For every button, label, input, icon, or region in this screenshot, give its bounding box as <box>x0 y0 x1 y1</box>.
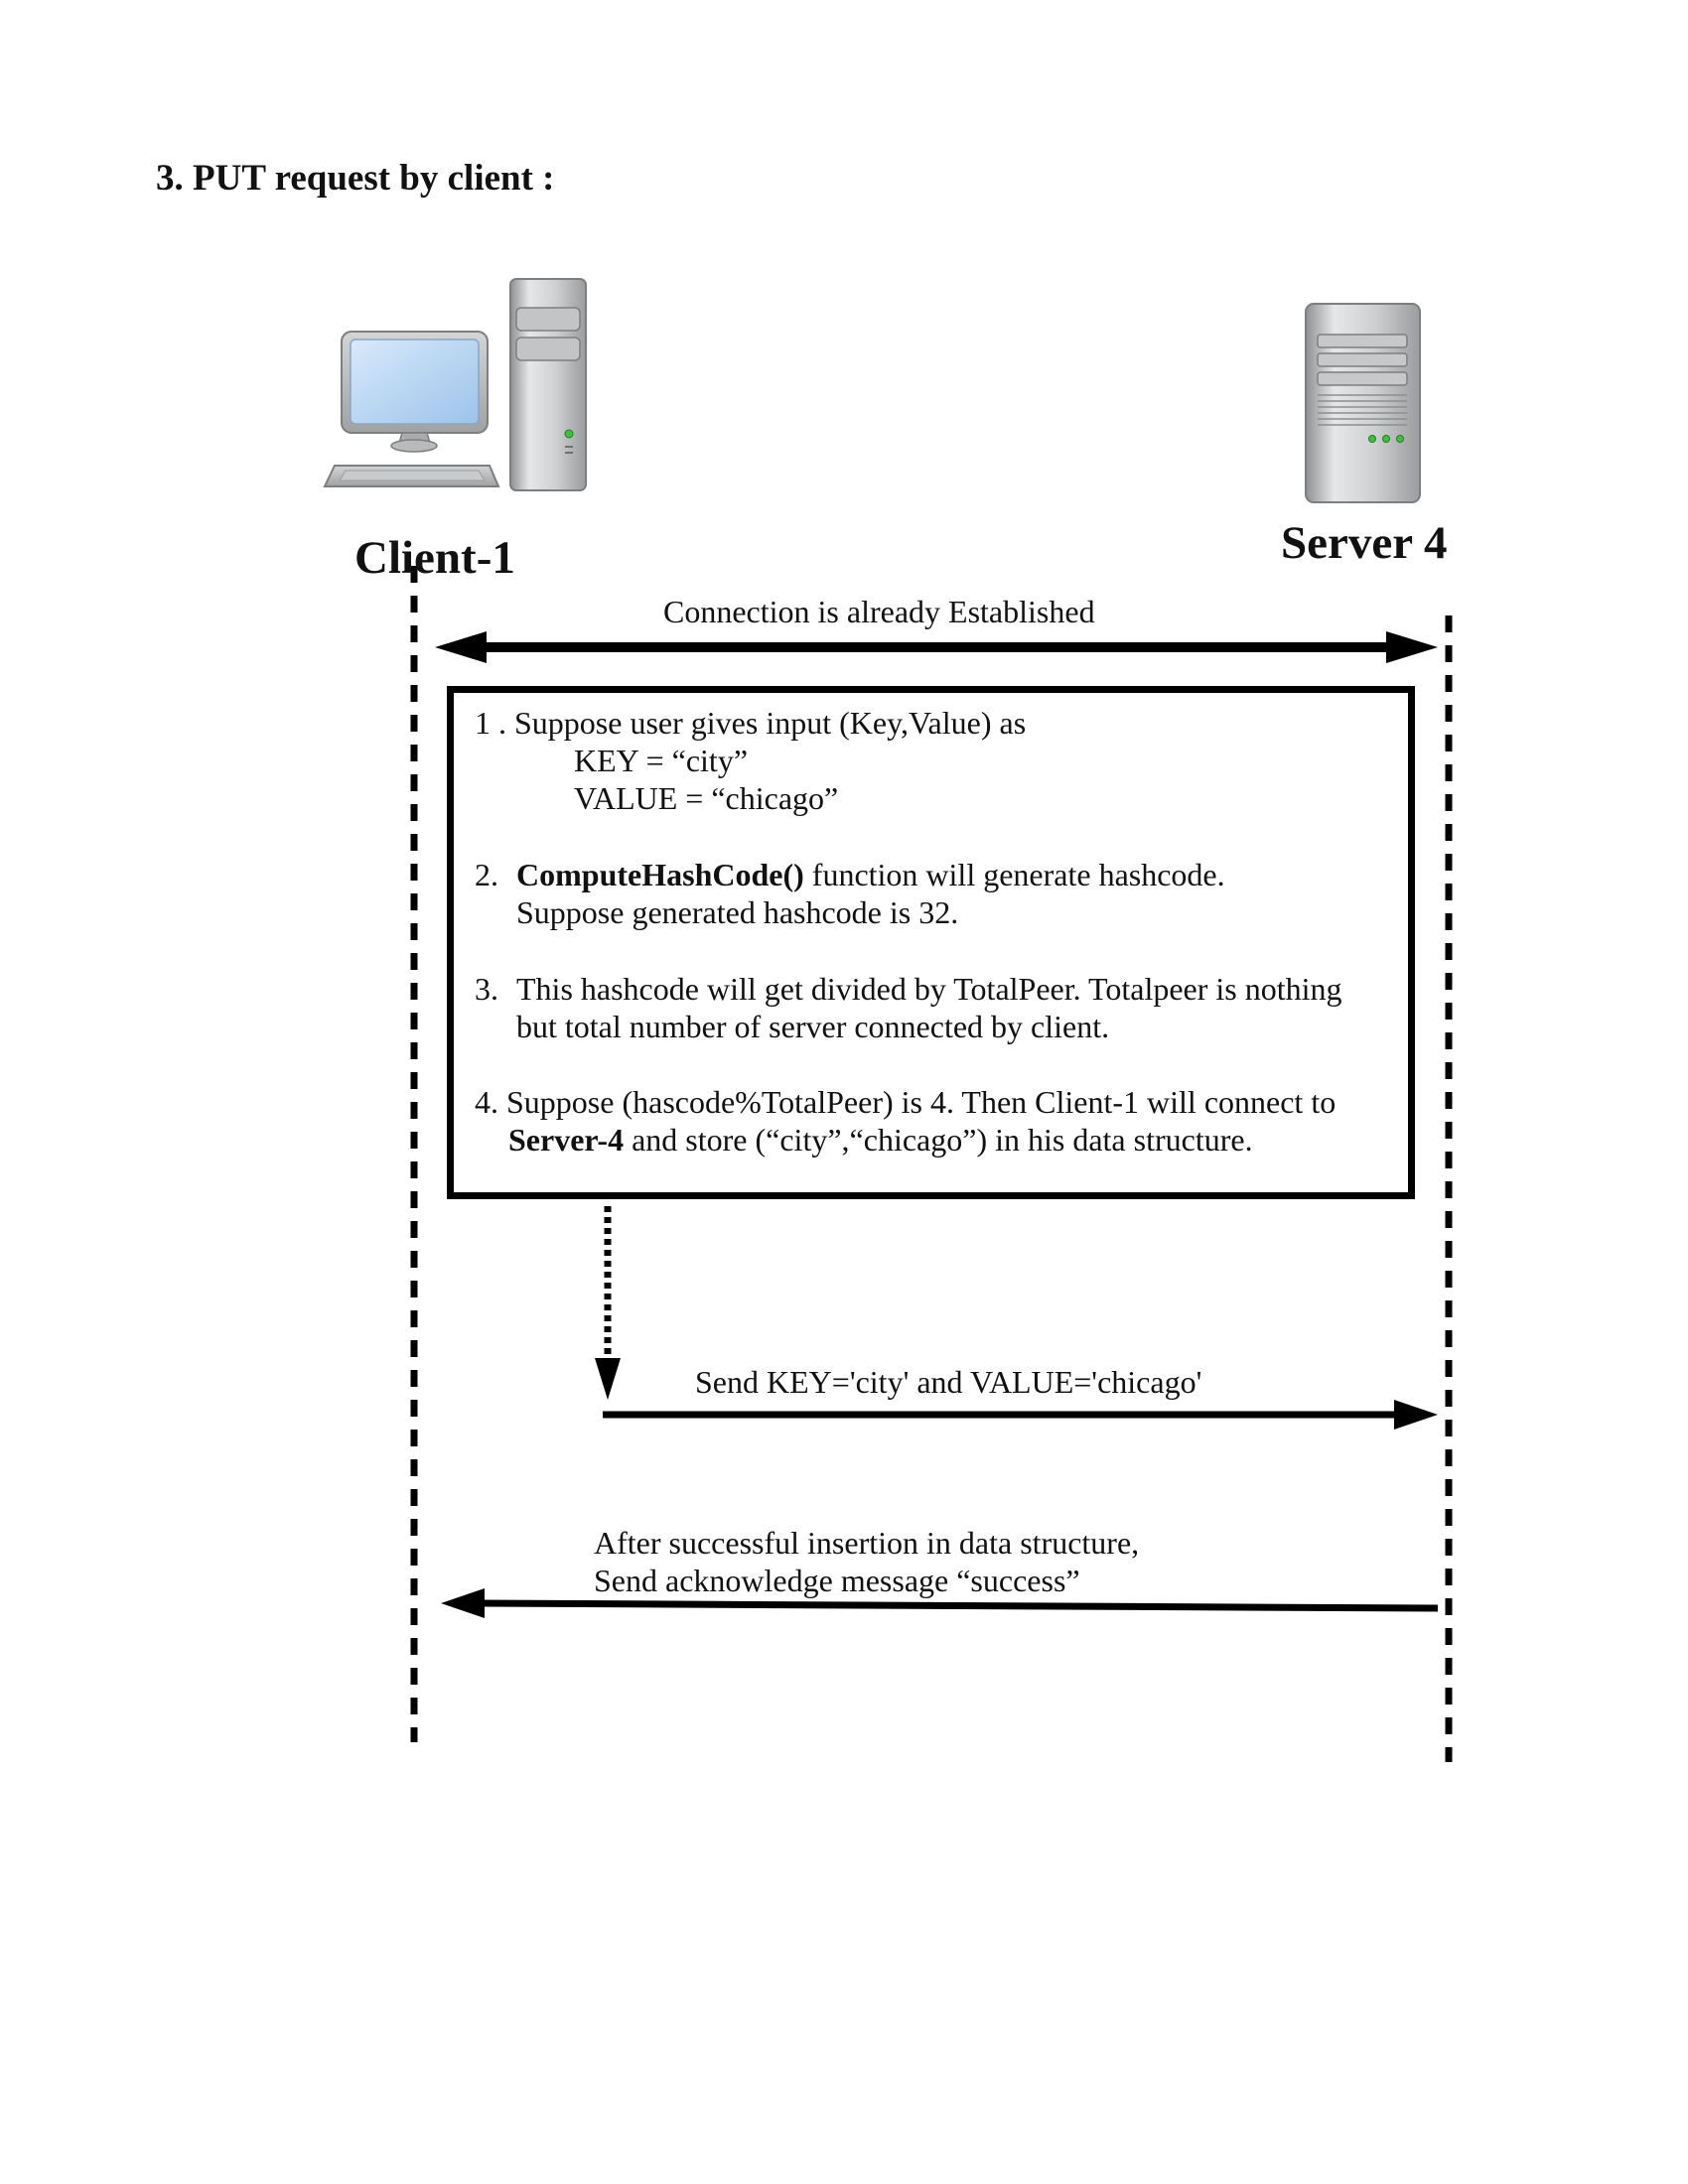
server-4-name: Server-4 <box>508 1122 625 1158</box>
step-3-number: 3. <box>475 971 498 1007</box>
step-1-key: KEY = “city” <box>574 743 749 778</box>
step-1-line-1: 1 . Suppose user gives input (Key,Value)… <box>475 705 1027 741</box>
step-2-line-1-rest: function will generate hashcode. <box>803 857 1225 892</box>
step-2-line-2: Suppose generated hashcode is 32. <box>516 894 959 930</box>
client-label: Client-1 <box>354 532 515 584</box>
server-label: Server 4 <box>1281 517 1448 569</box>
send-arrow <box>603 1400 1438 1430</box>
ack-label-line-1: After successful insertion in data struc… <box>594 1525 1140 1561</box>
step-1-value: VALUE = “chicago” <box>574 780 839 816</box>
ack-label: After successful insertion in data struc… <box>594 1524 1139 1599</box>
steps-box: 1 . Suppose user gives input (Key,Value)… <box>447 686 1415 1199</box>
step-2-number: 2. <box>475 857 498 892</box>
step-3-line-1: This hashcode will get divided by TotalP… <box>516 971 1342 1007</box>
send-label: Send KEY='city' and VALUE='chicago' <box>695 1364 1202 1400</box>
compute-hash-function-name: ComputeHashCode() <box>516 857 804 892</box>
step-2-line-1: ComputeHashCode() function will generate… <box>516 856 1225 893</box>
step-4-line-2-rest: and store (“city”,“chicago”) in his data… <box>624 1122 1253 1158</box>
desktop-computer-icon <box>323 278 587 491</box>
server-tower-icon <box>1305 303 1421 503</box>
step-4-line-1: 4. Suppose (hascode%TotalPeer) is 4. The… <box>475 1084 1336 1120</box>
dotted-connector-arrow <box>595 1206 621 1400</box>
step-4-line-2: Server-4 and store (“city”,“chicago”) in… <box>508 1121 1253 1159</box>
ack-arrow <box>441 1588 1439 1618</box>
connection-arrow <box>435 631 1438 663</box>
step-3-line-2: but total number of server connected by … <box>516 1009 1110 1044</box>
connection-label: Connection is already Established <box>663 594 1095 629</box>
ack-label-line-2: Send acknowledge message “success” <box>594 1563 1080 1598</box>
page-heading: 3. PUT request by client : <box>156 158 555 199</box>
